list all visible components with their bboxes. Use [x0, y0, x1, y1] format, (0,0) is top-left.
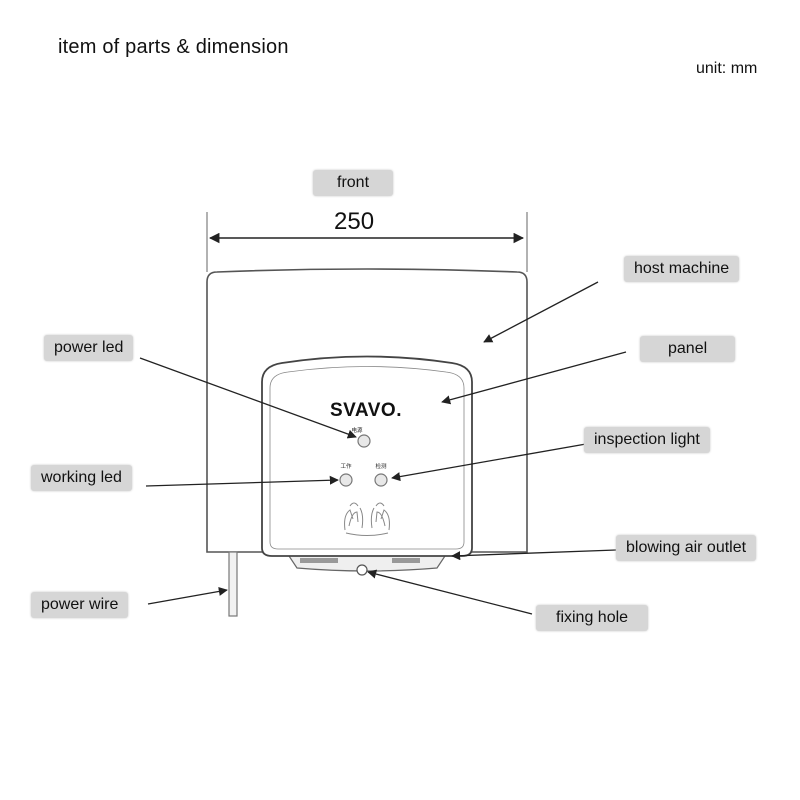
panel-outer [261, 355, 473, 557]
leader-power-wire [147, 586, 228, 605]
label-fixing-hole: fixing hole [536, 605, 649, 631]
unit-label: unit: mm [696, 60, 758, 77]
power-led [357, 434, 371, 448]
brand-logo: SVAVO. [330, 400, 402, 421]
leader-working-led [145, 475, 339, 487]
label-host-machine: host machine [624, 256, 740, 282]
leader-fixing-hole [367, 569, 533, 615]
label-front: front [313, 170, 394, 196]
label-working-led: working led [31, 465, 132, 491]
diagram-title: item of parts & dimension [58, 36, 289, 58]
leader-host-machine [483, 281, 599, 343]
label-inspection-light: inspection light [584, 427, 710, 453]
label-blowing-air-outlet: blowing air outlet [616, 535, 757, 561]
inspection-light [374, 473, 388, 487]
power-wire-shape [228, 551, 238, 617]
inspection-light-small-label: 检测 [375, 462, 387, 470]
panel-inner [269, 366, 465, 550]
leader-power-led [139, 357, 357, 439]
label-panel: panel [640, 336, 736, 362]
hands-icon [344, 502, 390, 536]
outlet-slot-right [392, 558, 420, 563]
label-power-led: power led [44, 335, 134, 361]
leader-blowing-air-outlet [451, 549, 617, 561]
outlet-slot-left [300, 558, 338, 563]
label-power-wire: power wire [31, 592, 129, 618]
width-dimension: 250 [334, 208, 375, 235]
working-led-small-label: 工作 [340, 462, 352, 470]
leader-inspection-light [391, 443, 587, 482]
power-led-small-label: 电源 [351, 426, 363, 434]
leader-panel [441, 351, 627, 405]
fixing-hole-shape [356, 564, 368, 576]
working-led [339, 473, 353, 487]
